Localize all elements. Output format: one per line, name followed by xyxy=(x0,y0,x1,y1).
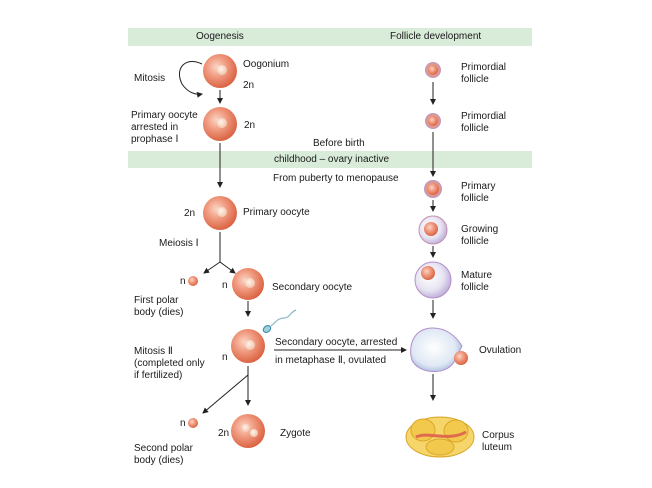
ploidy-zygote: 2n xyxy=(218,428,230,439)
label-primordial-1b: follicle xyxy=(461,74,489,85)
zygote-cell xyxy=(231,414,265,448)
label-first-polar-1: First polar xyxy=(134,295,179,306)
primordial-follicle-2 xyxy=(425,113,441,129)
primary-oocyte-arrested-cell xyxy=(203,107,237,141)
ploidy-primary-arrested: 2n xyxy=(244,120,256,131)
label-corpus-a: Corpus xyxy=(482,430,515,441)
corpus-luteum xyxy=(405,416,475,458)
oogonium-cell xyxy=(203,54,237,88)
header-band xyxy=(128,28,532,46)
label-primordial-2a: Primordial xyxy=(461,111,507,122)
label-second-polar-2: body (dies) xyxy=(134,455,184,466)
first-polar-body xyxy=(188,276,198,286)
label-mature-a: Mature xyxy=(461,270,493,281)
label-corpus-b: luteum xyxy=(482,442,513,453)
label-puberty: From puberty to menopause xyxy=(273,173,399,184)
sperm xyxy=(262,309,297,333)
label-primary-arrested-2: arrested in xyxy=(131,122,179,133)
label-primordial-1a: Primordial xyxy=(461,62,507,73)
label-second-polar-1: Second polar xyxy=(134,443,193,454)
secondary-oocyte-cell xyxy=(232,268,264,300)
mature-follicle xyxy=(414,261,452,299)
ploidy-polar-2: n xyxy=(180,418,186,429)
label-primary-arrested-3: prophase Ⅰ xyxy=(131,134,179,145)
label-primary-follicle-a: Primary xyxy=(461,181,496,192)
ploidy-polar-1: n xyxy=(180,276,186,287)
primary-follicle xyxy=(424,180,442,198)
second-polar-body xyxy=(188,418,198,428)
header-follicle-development: Follicle development xyxy=(390,31,482,42)
label-mitosis: Mitosis xyxy=(134,73,166,84)
label-growing-a: Growing xyxy=(461,224,499,235)
label-meiosis-1: Meiosis Ⅰ xyxy=(159,238,199,249)
label-growing-b: follicle xyxy=(461,236,489,247)
label-primary-arrested-1: Primary oocyte xyxy=(131,110,198,121)
ploidy-secondary: n xyxy=(222,280,228,291)
label-before-birth: Before birth xyxy=(313,138,365,149)
ovulation-follicle xyxy=(410,327,468,372)
label-childhood: childhood – ovary inactive xyxy=(274,154,390,165)
label-secondary-oocyte: Secondary oocyte xyxy=(272,282,353,293)
label-arrested-2: in metaphase Ⅱ, ovulated xyxy=(275,355,387,366)
arrested-oocyte-cell xyxy=(231,329,265,363)
label-oogonium: Oogonium xyxy=(243,59,290,70)
primordial-follicle-1 xyxy=(425,62,441,78)
header-oogenesis: Oogenesis xyxy=(196,31,244,42)
label-primary-follicle-b: follicle xyxy=(461,193,489,204)
ploidy-oogonium: 2n xyxy=(243,80,255,91)
growing-follicle xyxy=(418,215,448,245)
label-ovulation: Ovulation xyxy=(479,345,522,356)
label-first-polar-2: body (dies) xyxy=(134,307,184,318)
label-mitosis-2-1: Mitosis Ⅱ xyxy=(134,346,173,357)
ploidy-primary: 2n xyxy=(184,208,196,219)
label-arrested-1: Secondary oocyte, arrested xyxy=(275,337,398,348)
label-zygote: Zygote xyxy=(280,428,311,439)
primary-oocyte-cell xyxy=(203,196,237,230)
label-mature-b: follicle xyxy=(461,282,489,293)
label-mitosis-2-3: if fertilized) xyxy=(134,370,183,381)
label-primary-oocyte: Primary oocyte xyxy=(243,207,310,218)
label-mitosis-2-2: (completed only xyxy=(134,358,205,369)
label-primordial-2b: follicle xyxy=(461,123,489,134)
ploidy-arrested: n xyxy=(222,352,228,363)
childhood-band xyxy=(128,151,532,168)
